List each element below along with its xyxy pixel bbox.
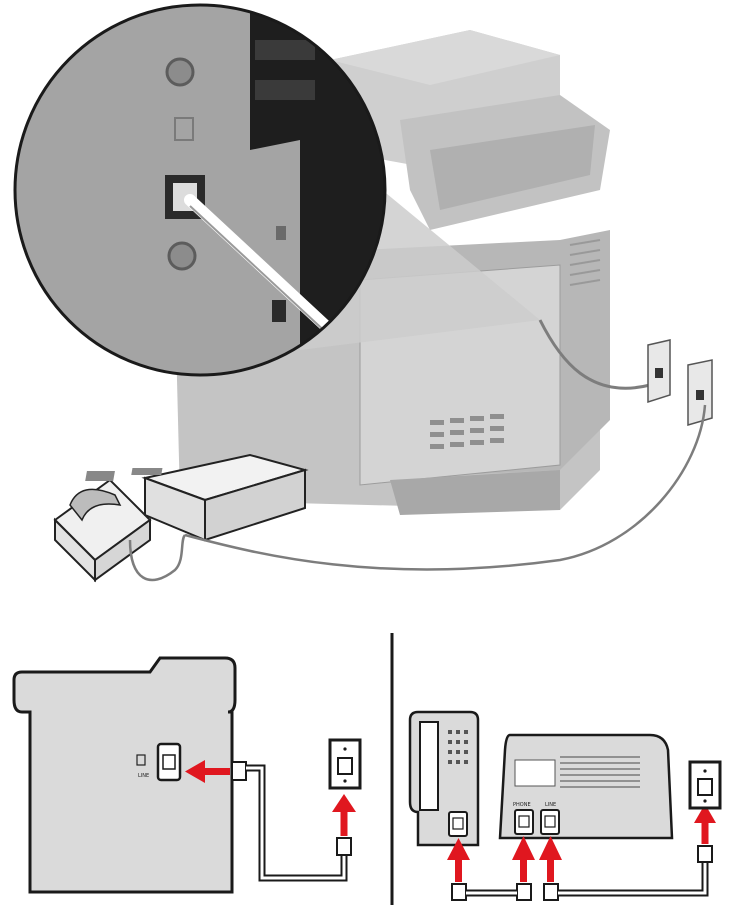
machine-to-wall-cable xyxy=(184,404,707,571)
schematic-telephone xyxy=(408,710,480,847)
vent-grill xyxy=(430,414,504,449)
wall-jack-3d-second xyxy=(687,359,713,426)
port-label-icon: LINE xyxy=(136,754,149,779)
machine-to-wall-cable-schematic xyxy=(558,862,709,897)
answering-line-port xyxy=(540,809,560,835)
answering-phone-port xyxy=(514,809,534,835)
red-arrow-icon xyxy=(447,838,470,882)
rj11-plug-icon xyxy=(516,883,532,901)
wall-jack-3d xyxy=(647,339,671,404)
printer-wall-cable xyxy=(538,319,651,390)
output-tray-slot xyxy=(430,125,595,210)
fax-cable-zoom xyxy=(184,194,336,336)
zoom-magnifier xyxy=(13,3,387,377)
printer-base xyxy=(390,470,560,515)
side-vent xyxy=(569,239,601,286)
schematic-answering-machine: PHONE LINE xyxy=(498,733,674,840)
phone-port xyxy=(448,811,468,837)
phone-symbol-icon xyxy=(174,117,194,141)
rj11-plug-icon xyxy=(336,837,352,856)
fax-port-schematic xyxy=(156,742,182,782)
phone-to-machine-cable xyxy=(128,534,187,582)
red-arrow-icon xyxy=(539,836,562,882)
keypad-icon xyxy=(448,730,468,764)
red-arrow-icon xyxy=(332,794,356,836)
rj11-plug-icon xyxy=(543,883,559,901)
screw-icon xyxy=(167,241,197,271)
rj11-plug-icon xyxy=(697,845,713,863)
telephone-3d xyxy=(53,478,152,583)
rj11-plug-icon xyxy=(451,883,467,901)
handset-icon xyxy=(69,488,122,522)
scanner-top xyxy=(330,30,560,85)
answering-line-port-label: LINE xyxy=(545,802,556,808)
red-arrow-icon xyxy=(185,760,230,783)
screw-icon xyxy=(165,57,195,87)
handset-icon xyxy=(419,721,439,811)
rj11-plug-icon xyxy=(231,761,247,781)
wall-jack-icon xyxy=(328,738,362,790)
red-arrow-icon xyxy=(512,836,535,882)
fax-port-label: LINE xyxy=(138,773,149,779)
answering-phone-port-label: PHONE xyxy=(513,802,531,808)
wall-jack-icon xyxy=(688,760,722,810)
zoom-ring xyxy=(13,3,387,377)
speaker-lines-icon xyxy=(560,756,640,788)
schematic-printer-left: LINE xyxy=(12,656,362,894)
red-arrow-icon xyxy=(694,804,716,844)
